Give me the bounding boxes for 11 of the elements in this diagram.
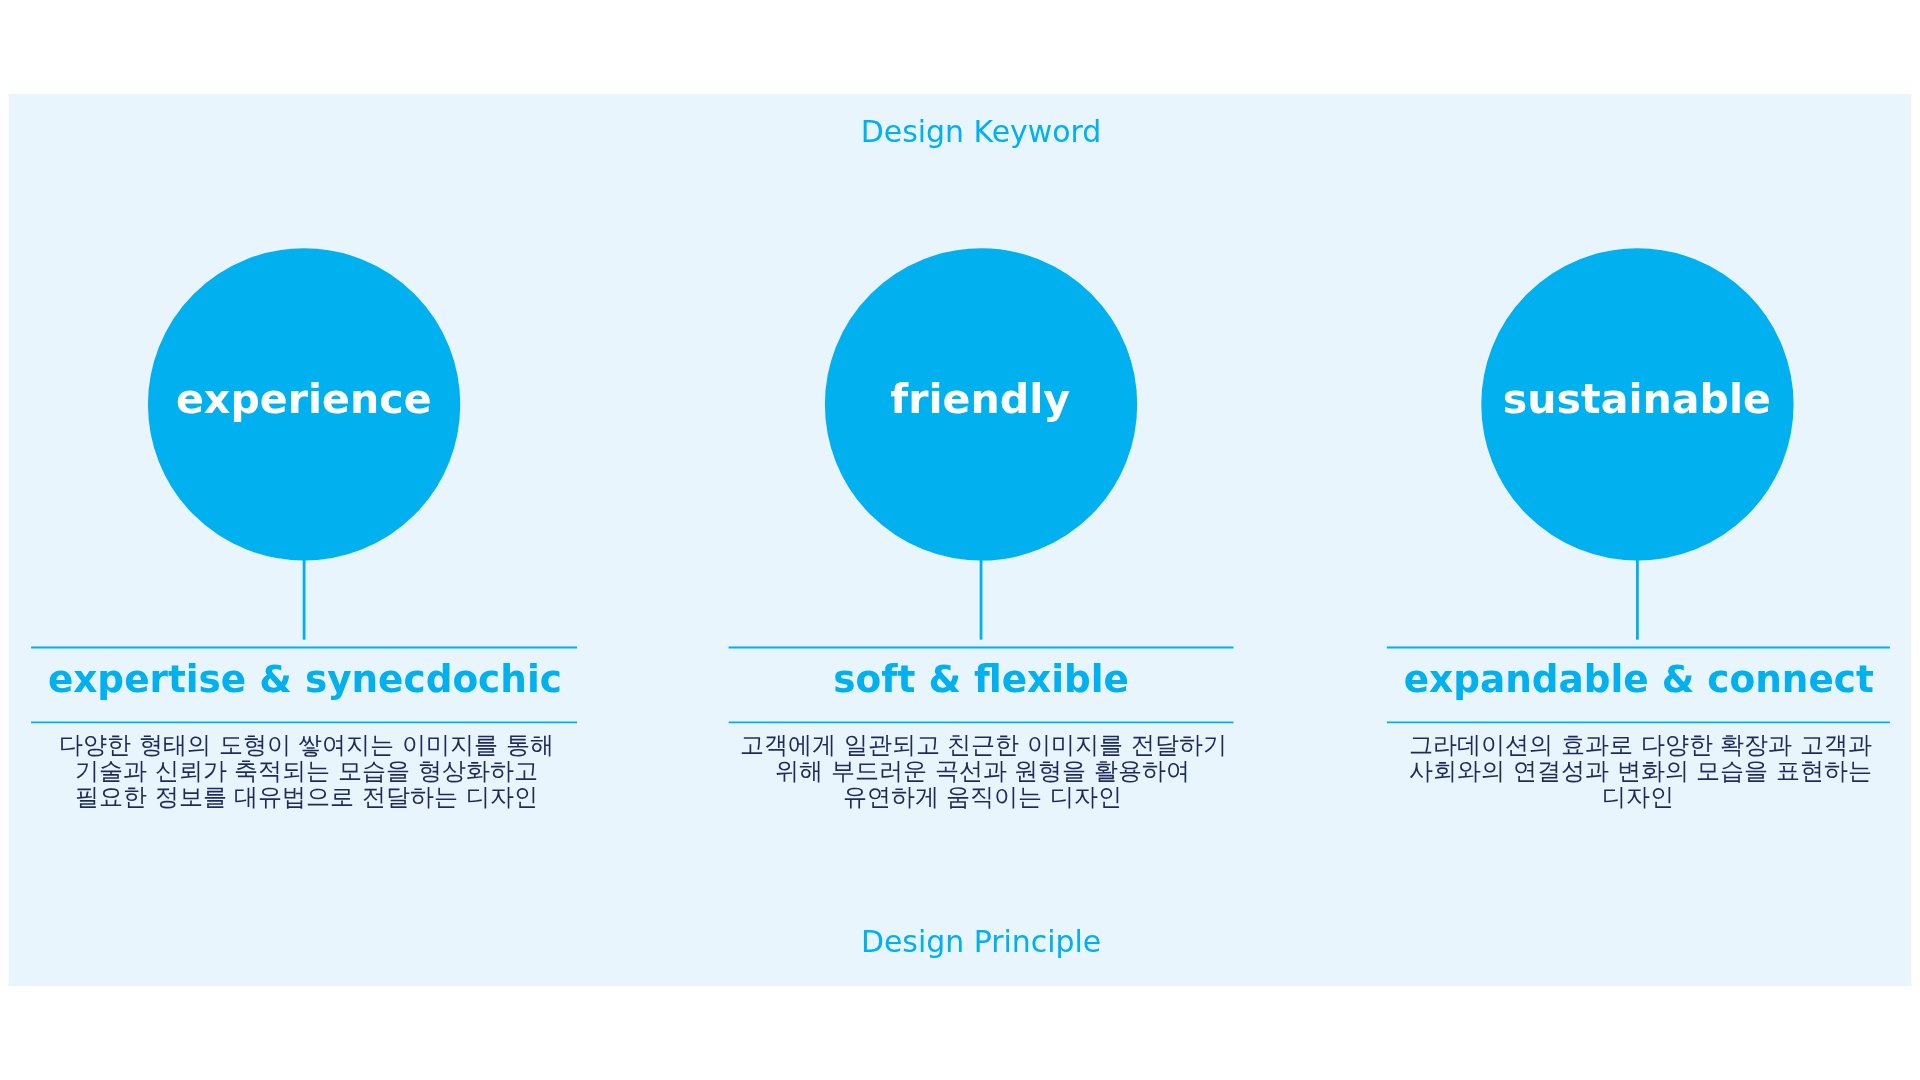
connector xyxy=(979,559,983,640)
node-text: soft & flexible 고객에게 일관되고 친근한 이미지를 전달하기 위해 부드러운 곡선과 원형을 활용하여 유연하게 움직이는 디자인 xyxy=(739,657,1227,812)
node-text: expandable & connect 그라데이션의 효과로 다양한 확장과 고객과 사회와의 연결성과 변화의 모습을 표현하는 디자인 xyxy=(1403,657,1874,812)
node-text: expertise & synecdochic 다양한 형태의 도형이 쌓여지는 이미지를 통해 기술과 신뢰가 축적되는 모습을 형상화하고 필요한 정보를 대유법으로 전달하는 디자인 xyxy=(47,657,562,812)
label: Design Keyword xyxy=(860,114,1102,150)
node-circle: sustainable xyxy=(1481,248,1794,561)
node-circle: friendly xyxy=(824,248,1138,561)
connector xyxy=(1636,559,1639,640)
connector xyxy=(302,559,306,640)
label: Design Principle xyxy=(860,923,1102,959)
node-circle: experience xyxy=(147,248,461,561)
